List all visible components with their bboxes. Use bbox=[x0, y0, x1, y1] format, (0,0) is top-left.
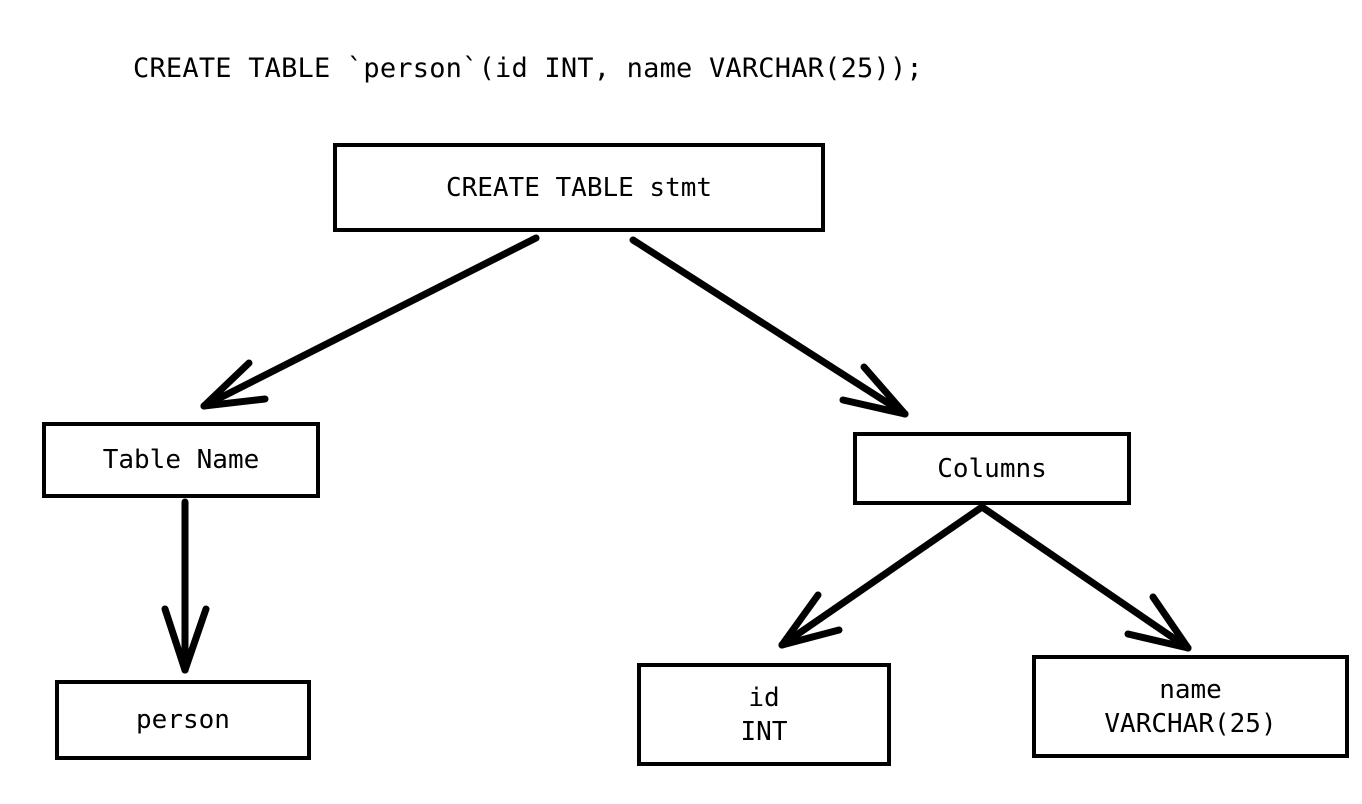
node-create-table-stmt[interactable]: CREATE TABLE stmt bbox=[333, 143, 825, 232]
node-columns-label: Columns bbox=[937, 453, 1047, 484]
node-column-name[interactable]: name VARCHAR(25) bbox=[1032, 655, 1349, 758]
edge-columns-to-column-id bbox=[778, 503, 986, 649]
edge-root-to-table-name bbox=[200, 234, 540, 410]
node-column-id-type: INT bbox=[740, 716, 788, 747]
edge-columns-to-column-name bbox=[978, 503, 1192, 652]
node-columns[interactable]: Columns bbox=[853, 432, 1131, 505]
node-person-label: person bbox=[136, 705, 230, 735]
node-column-id[interactable]: id INT bbox=[637, 663, 891, 766]
node-person[interactable]: person bbox=[55, 680, 311, 760]
edge-table-name-to-person bbox=[161, 498, 210, 674]
edge-root-to-columns bbox=[629, 236, 909, 418]
node-column-id-name: id bbox=[748, 682, 780, 713]
node-table-name[interactable]: Table Name bbox=[42, 422, 320, 498]
node-column-name-type: VARCHAR(25) bbox=[1104, 708, 1277, 739]
sql-statement-caption: CREATE TABLE `person`(id INT, name VARCH… bbox=[133, 53, 923, 84]
node-column-name-name: name bbox=[1159, 674, 1222, 705]
node-table-name-label: Table Name bbox=[102, 445, 260, 475]
node-create-table-stmt-label: CREATE TABLE stmt bbox=[445, 172, 713, 203]
